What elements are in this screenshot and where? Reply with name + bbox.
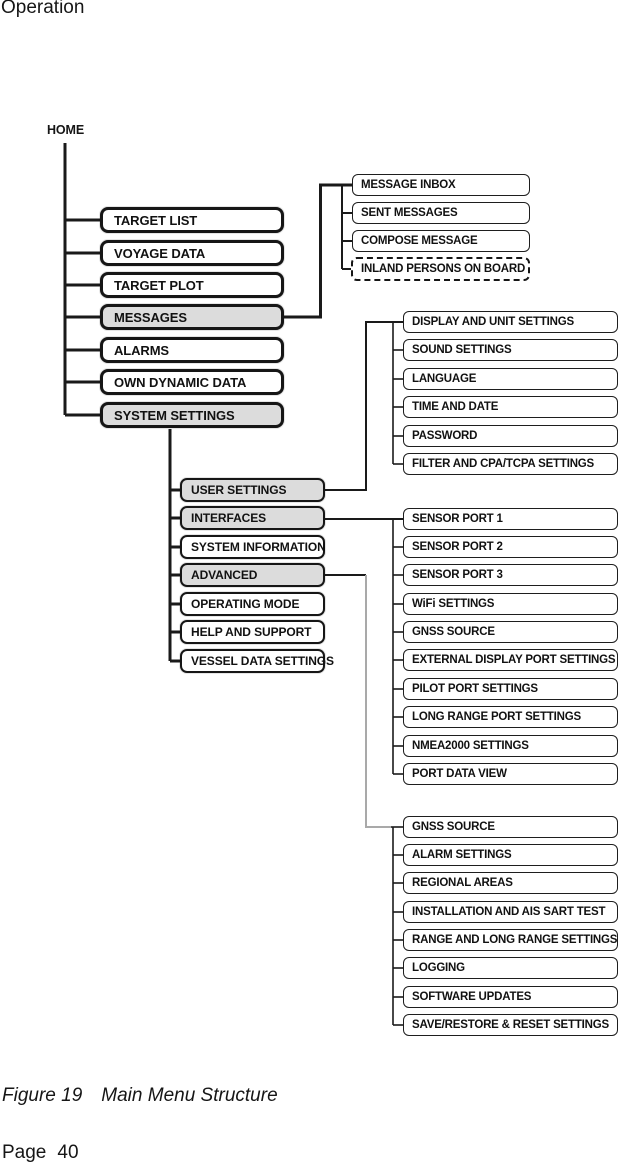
menu-item-target-plot: TARGET PLOT bbox=[100, 272, 284, 298]
menu-item-operating-mode: OPERATING MODE bbox=[180, 592, 325, 616]
menu-item-regional-areas: REGIONAL AREAS bbox=[403, 872, 618, 894]
menu-item-software-updates: SOFTWARE UPDATES bbox=[403, 986, 618, 1008]
figure-caption: Figure 19 Main Menu Structure bbox=[2, 1085, 278, 1107]
menu-item-advanced: ADVANCED bbox=[180, 563, 325, 587]
menu-item-gnss-source-interfaces: GNSS SOURCE bbox=[403, 621, 618, 643]
menu-item-language: LANGUAGE bbox=[403, 368, 618, 390]
menu-item-sound-settings: SOUND SETTINGS bbox=[403, 339, 618, 361]
menu-item-alarm-settings: ALARM SETTINGS bbox=[403, 844, 618, 866]
menu-item-port-data-view: PORT DATA VIEW bbox=[403, 763, 618, 785]
menu-item-system-settings: SYSTEM SETTINGS bbox=[100, 402, 284, 428]
menu-item-user-settings: USER SETTINGS bbox=[180, 478, 325, 502]
menu-item-alarms: ALARMS bbox=[100, 337, 284, 363]
page-label: Page bbox=[2, 1142, 47, 1163]
menu-item-vessel-data-settings: VESSEL DATA SETTINGS bbox=[180, 649, 334, 673]
menu-item-system-information: SYSTEM INFORMATION bbox=[180, 535, 326, 559]
page-number: 40 bbox=[57, 1142, 79, 1163]
menu-item-external-display-port-settings: EXTERNAL DISPLAY PORT SETTINGS bbox=[403, 649, 618, 671]
menu-item-sensor-port-3: SENSOR PORT 3 bbox=[403, 564, 618, 586]
page-footer: Page 40 bbox=[2, 1142, 79, 1164]
menu-item-target-list: TARGET LIST bbox=[100, 207, 284, 233]
figure-label: Figure 19 bbox=[2, 1085, 83, 1106]
menu-item-wifi-settings: WiFi SETTINGS bbox=[403, 593, 618, 615]
menu-item-own-dynamic-data: OWN DYNAMIC DATA bbox=[100, 369, 284, 395]
menu-item-sent-messages: SENT MESSAGES bbox=[352, 202, 530, 224]
menu-item-logging: LOGGING bbox=[403, 957, 618, 979]
figure-title: Main Menu Structure bbox=[101, 1085, 278, 1106]
menu-item-pilot-port-settings: PILOT PORT SETTINGS bbox=[403, 678, 618, 700]
menu-item-help-and-support: HELP AND SUPPORT bbox=[180, 620, 325, 644]
menu-item-compose-message: COMPOSE MESSAGE bbox=[352, 230, 530, 252]
menu-item-voyage-data: VOYAGE DATA bbox=[100, 240, 284, 266]
home-node: HOME bbox=[47, 123, 85, 137]
menu-item-messages: MESSAGES bbox=[100, 304, 284, 330]
menu-item-save-restore-reset-settings: SAVE/RESTORE & RESET SETTINGS bbox=[403, 1014, 618, 1036]
menu-item-sensor-port-2: SENSOR PORT 2 bbox=[403, 536, 618, 558]
menu-item-long-range-port-settings: LONG RANGE PORT SETTINGS bbox=[403, 706, 618, 728]
menu-item-installation-and-ais-sart-test: INSTALLATION AND AIS SART TEST bbox=[403, 901, 618, 923]
menu-item-message-inbox: MESSAGE INBOX bbox=[352, 174, 530, 196]
menu-item-interfaces: INTERFACES bbox=[180, 506, 325, 530]
menu-item-time-and-date: TIME AND DATE bbox=[403, 396, 618, 418]
menu-item-inland-persons-on-board: INLAND PERSONS ON BOARD bbox=[351, 257, 530, 281]
section-header: Operation bbox=[1, 0, 85, 18]
menu-item-range-and-long-range-settings: RANGE AND LONG RANGE SETTINGS bbox=[403, 929, 618, 951]
menu-item-nmea2000-settings: NMEA2000 SETTINGS bbox=[403, 735, 618, 757]
menu-item-gnss-source-advanced: GNSS SOURCE bbox=[403, 816, 618, 838]
menu-item-password: PASSWORD bbox=[403, 425, 618, 447]
menu-item-display-and-unit-settings: DISPLAY AND UNIT SETTINGS bbox=[403, 311, 618, 333]
menu-item-filter-and-cpa-tcpa-settings: FILTER AND CPA/TCPA SETTINGS bbox=[403, 453, 618, 475]
menu-item-sensor-port-1: SENSOR PORT 1 bbox=[403, 508, 618, 530]
